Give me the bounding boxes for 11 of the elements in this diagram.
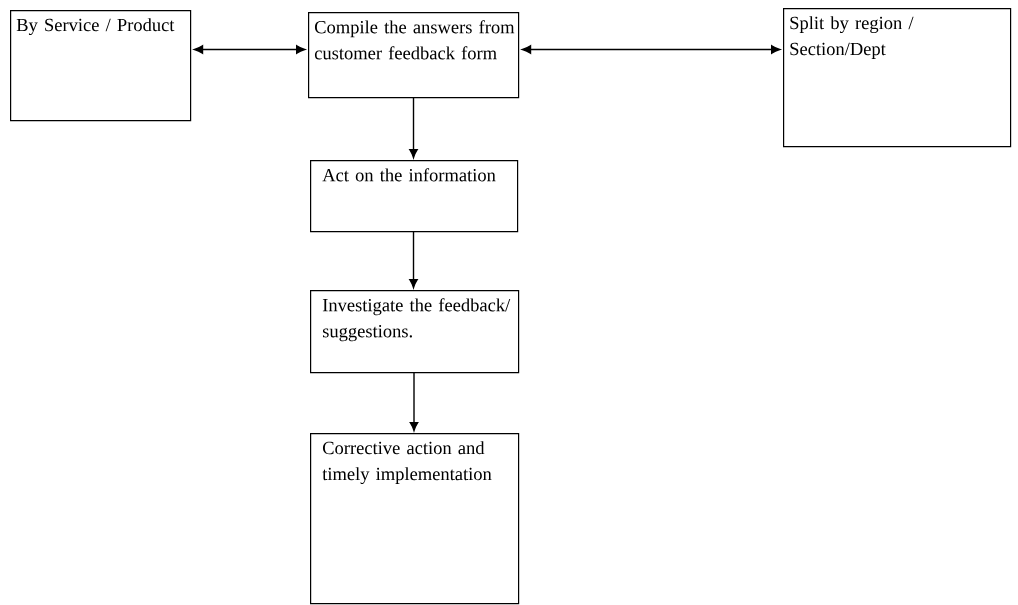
process-box: By Service / Product (10, 10, 192, 122)
process-box: Compile the answers from customer feedback form (308, 12, 520, 99)
process-box: Corrective action and timely implementation (310, 433, 520, 605)
arrow (409, 371, 419, 432)
arrow (409, 96, 418, 159)
arrow (193, 45, 306, 54)
process-box: Act on the information (310, 160, 519, 233)
arrow (409, 230, 418, 289)
arrow (521, 45, 781, 54)
process-box: Investigate the feedback/ suggestions. (310, 290, 520, 374)
process-box: Split by region / Section/Dept (783, 8, 1012, 148)
